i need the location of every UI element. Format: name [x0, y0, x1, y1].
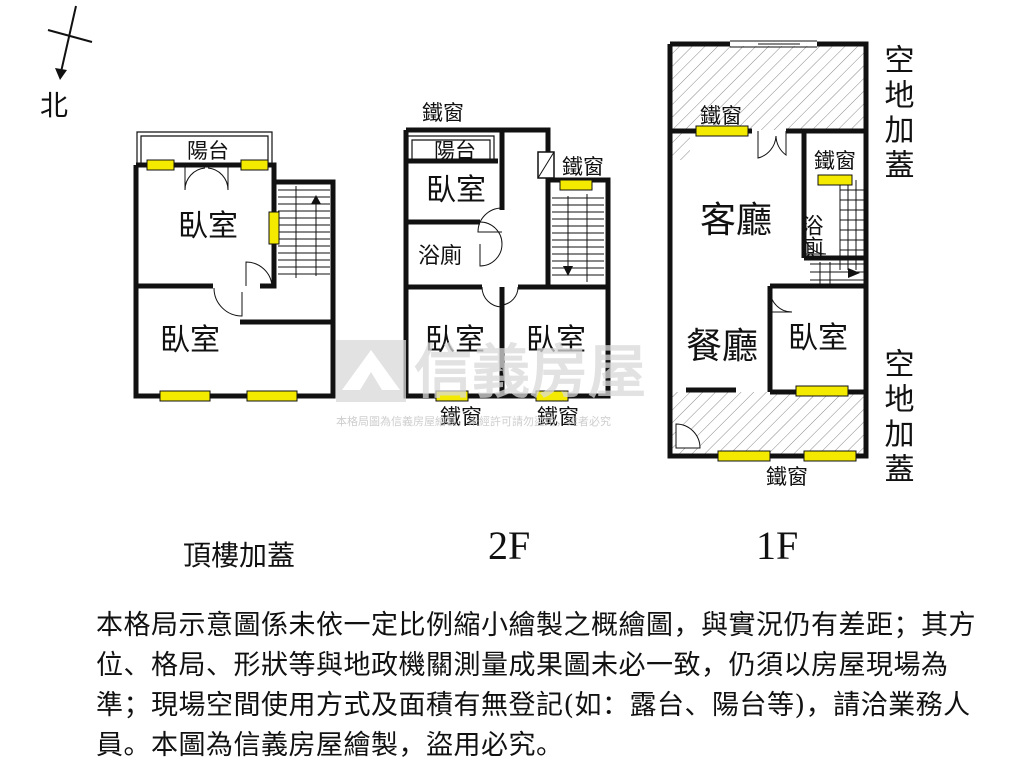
floor1-side-note-top: 空地加蓋: [879, 44, 915, 184]
floor2-bedroom-small-label: 臥室: [426, 173, 486, 208]
floor1-iron-window-bottom-label: 鐵窗: [766, 465, 808, 489]
floor2-bedroom-left-label: 臥室: [425, 323, 485, 358]
floor1-iron-window-bath-label: 鐵窗: [814, 149, 856, 173]
floor1-living-room-label: 客廳: [700, 200, 772, 241]
floor1-bathroom-label: 浴廁: [798, 214, 824, 258]
disclaimer-text: 本格局示意圖係未依一定比例縮小繪製之概繪圖，與實況仍有差距；其方位、格局、形狀等…: [96, 610, 976, 761]
floor1-side-note-bottom: 空地加蓋: [879, 348, 915, 488]
floor1-dining-room-label: 餐廳: [686, 326, 758, 367]
floor2-plan: 鐵窗 陽台: [403, 101, 611, 429]
floor2-iron-window-bottom-right-label: 鐵窗: [537, 405, 579, 429]
rooftop-plan: 陽台 臥: [133, 131, 336, 402]
rooftop-bedroom-bottom-label: 臥室: [160, 323, 220, 358]
rooftop-bedroom-top-label: 臥室: [178, 209, 238, 244]
brand-logo-icon: [336, 340, 406, 402]
floor1-iron-window-top-label: 鐵窗: [700, 104, 742, 128]
rooftop-floor-label: 頂樓加蓋: [183, 541, 296, 572]
floor2-iron-window-stair-label: 鐵窗: [562, 155, 604, 179]
rooftop-balcony-label: 陽台: [187, 139, 229, 163]
watermark-brand-text: 信義房屋: [414, 338, 646, 406]
floor1-plan: 鐵窗 鐵窗 客廳 浴廁 餐廳 臥室 鐵窗 空地加蓋 空地加蓋: [667, 40, 915, 489]
watermark: 信義房屋 本格局圖為信義房屋繪製，未經許可請勿盜用，違者必究: [336, 338, 646, 428]
floor1-floor-label: 1F: [756, 523, 799, 568]
floor2-bedroom-right-label: 臥室: [526, 323, 586, 358]
floor2-iron-window-top-label: 鐵窗: [422, 101, 464, 125]
watermark-fine-print: 本格局圖為信義房屋繪製，未經許可請勿盜用，違者必究: [336, 414, 611, 428]
floor2-iron-window-bottom-left-label: 鐵窗: [440, 405, 482, 429]
floor1-bedroom-label: 臥室: [788, 321, 848, 356]
floor2-bathroom-label: 浴廁: [418, 244, 462, 269]
north-arrow-icon: [47, 5, 93, 80]
floor2-floor-label: 2F: [488, 523, 531, 568]
north-label: 北: [40, 89, 68, 122]
